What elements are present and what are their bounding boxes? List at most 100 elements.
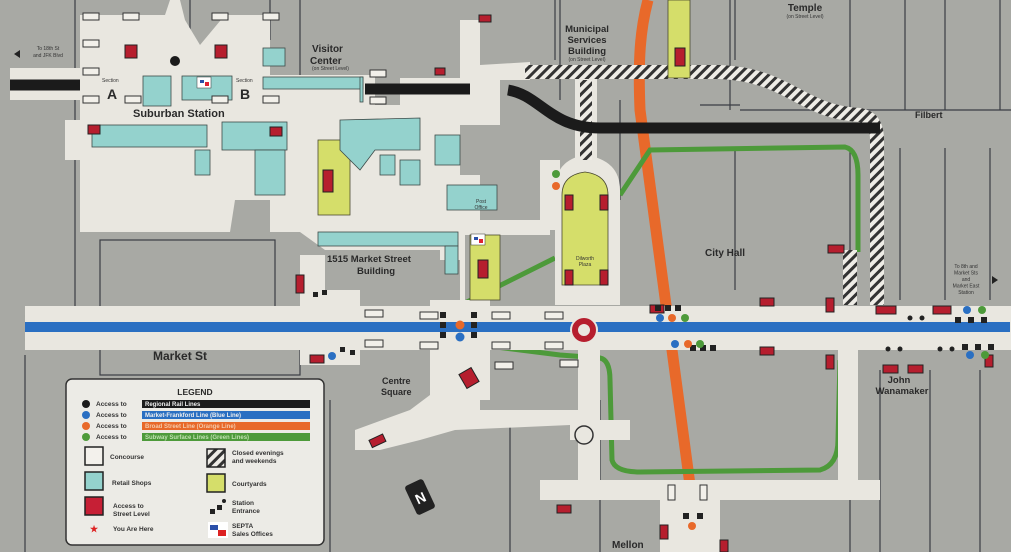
- map-shape: [617, 144, 861, 252]
- map-text: Sales Offices: [232, 531, 273, 538]
- map-shape: [988, 344, 994, 350]
- septa-sales-office-icon: [470, 233, 486, 246]
- legend-dot-orange: [82, 422, 90, 430]
- map-text: B: [240, 86, 250, 102]
- map-shape: [506, 84, 880, 134]
- septa-sales-office-icon: [196, 76, 212, 89]
- map-shape: [217, 505, 222, 510]
- access-green-dot: [981, 351, 989, 359]
- map-shape: [937, 346, 943, 352]
- map-text: Wanamaker: [876, 386, 929, 397]
- map-text: Market East: [953, 284, 980, 290]
- map-shape: [471, 312, 477, 318]
- map-text: To 18th St: [37, 46, 60, 52]
- map-shape: [674, 47, 686, 67]
- map-shape: [364, 309, 384, 318]
- map-shape: [907, 315, 913, 321]
- map-shape: [142, 411, 310, 419]
- closed-evenings-corridor-vertical: [580, 80, 592, 160]
- regional-rail-access-dot: [170, 56, 180, 66]
- map-shape: [975, 344, 981, 350]
- map-shape: [690, 345, 696, 351]
- map-shape: [981, 317, 987, 323]
- access-green-dot: [978, 306, 986, 314]
- map-shape: [82, 39, 100, 48]
- map-text: Subway Surface Lines (Green Lines): [145, 435, 249, 441]
- map-shape: [544, 341, 564, 350]
- map-shape: [222, 499, 226, 503]
- map-shape: [478, 14, 492, 23]
- map-shape: Access to Regional Rail Lines Access to …: [82, 400, 310, 538]
- map-text: Office: [475, 205, 488, 211]
- map-shape: [350, 350, 355, 355]
- closed-evenings-corridor-market: [843, 250, 857, 305]
- map-text: Section: [102, 78, 119, 84]
- map-shape: [317, 231, 459, 247]
- access-orange-dot: [552, 182, 560, 190]
- map-shape: [444, 245, 459, 275]
- access-blue-dot: [963, 306, 971, 314]
- map-text: Market St: [153, 349, 207, 363]
- you-are-here-star-icon: ★: [90, 524, 99, 534]
- map-text: Closed evenings: [232, 450, 284, 457]
- map-shape: [494, 361, 514, 370]
- map-text: and JFK Blvd: [33, 53, 63, 59]
- map-shape: [82, 95, 100, 104]
- station-entrances[interactable]: [313, 290, 994, 519]
- map-shape: [667, 484, 676, 501]
- map-text: Center: [310, 56, 342, 67]
- station-entrance-legend-icon: [210, 499, 226, 514]
- map-shape: [491, 311, 511, 320]
- map-shape: [369, 69, 387, 78]
- map-text: SEPTA: [232, 523, 253, 530]
- map-shape: [659, 524, 669, 540]
- access-blue-dot: [328, 352, 336, 360]
- map-shape: [710, 345, 716, 351]
- map-shape: [210, 509, 215, 514]
- map-shape: [82, 67, 100, 76]
- map-shape: [254, 149, 286, 196]
- map-shape: [699, 484, 708, 501]
- map-shape: [295, 274, 305, 294]
- access-blue-dot: [656, 314, 664, 322]
- map-text: Station: [958, 290, 974, 296]
- map-shape: [419, 341, 439, 350]
- regional-rail-lines: [10, 79, 880, 134]
- map-shape: [700, 345, 706, 351]
- map-shape: [206, 448, 226, 468]
- map-shape: [359, 76, 364, 103]
- map-shape: [379, 154, 396, 176]
- legend-dot-blue: [82, 411, 90, 419]
- access-green-dot: [696, 340, 704, 348]
- septa-logo-icon: [208, 522, 228, 538]
- map-shape: [759, 297, 775, 307]
- map-shape: [124, 44, 138, 59]
- map-shape: [697, 513, 703, 519]
- map-shape: [210, 525, 218, 530]
- map-shape: [471, 322, 477, 328]
- map-shape: [479, 342, 843, 475]
- map-shape: [882, 364, 899, 374]
- map-shape: [719, 539, 729, 552]
- map-text: Entrance: [232, 508, 260, 515]
- map-text: Filbert: [915, 110, 943, 120]
- map-shape: [218, 530, 226, 536]
- map-text: Access to: [113, 503, 144, 510]
- access-orange-dot: [688, 522, 696, 530]
- map-shape: [827, 244, 845, 254]
- access-orange-dot: [684, 340, 692, 348]
- access-green-dot: [552, 170, 560, 178]
- map-labels: Suburban Station Section A Section B Vis…: [14, 3, 998, 551]
- label-mellon: Mellon: [612, 540, 644, 551]
- map-text: Section: [236, 78, 253, 84]
- map-shape: [675, 305, 681, 311]
- stairways: [82, 12, 708, 501]
- label-temple: Temple: [788, 3, 823, 14]
